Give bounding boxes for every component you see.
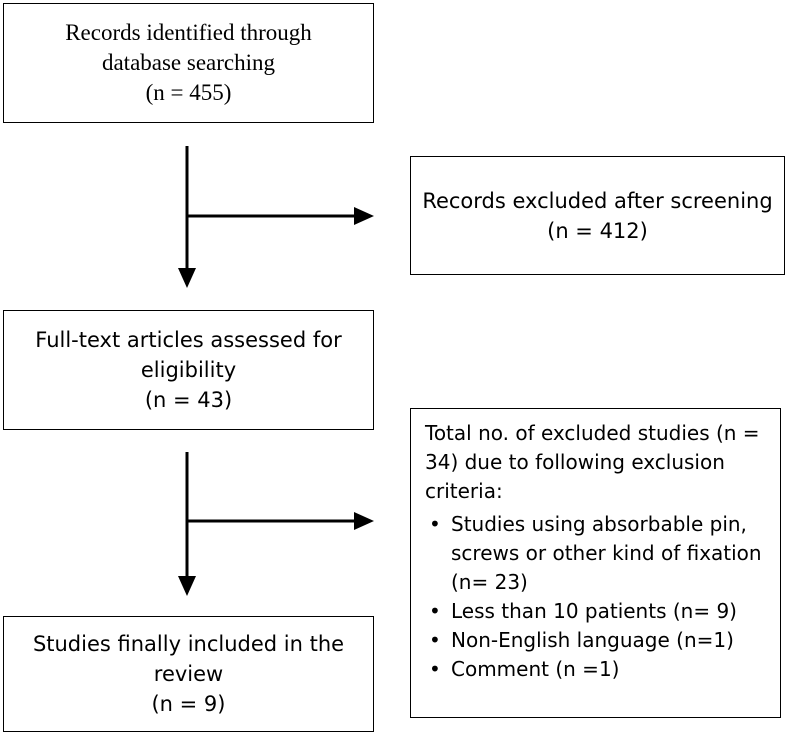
records-identified-line2: database searching (101, 50, 276, 75)
criterion-text: Less than 10 patients (n= 9) (451, 599, 737, 623)
bullet-icon: • (429, 599, 441, 623)
fulltext-assessed-count: (n = 43) (144, 388, 233, 412)
criterion-text: Studies using absorbable pin, (451, 512, 747, 536)
studies-included-line1: Studies finally included in the (32, 632, 345, 656)
excluded-studies-intro-line2: 34) due to following exclusion (425, 450, 725, 474)
fulltext-assessed-line2: eligibility (140, 358, 237, 382)
records-excluded-box: Records excluded after screening (n = 41… (410, 156, 785, 275)
studies-included-line2: review (153, 662, 224, 686)
records-excluded-count: (n = 412) (547, 218, 648, 243)
records-identified-line1: Records identified through (65, 20, 312, 45)
criterion-text: Comment (n =1) (451, 657, 620, 681)
bullet-icon: • (429, 657, 441, 681)
records-excluded-line1: Records excluded after screening (422, 188, 773, 213)
excluded-studies-intro-line3: criteria: (425, 479, 503, 503)
records-identified-box: Records identified through database sear… (3, 3, 374, 123)
studies-included-count: (n = 9) (151, 692, 226, 716)
arrow-to-excluded-studies (187, 512, 374, 530)
criterion-text: (n= 23) (451, 570, 528, 594)
exclusion-criterion: • Less than 10 patients (n= 9) (425, 597, 770, 626)
exclusion-criteria-list: • Studies using absorbable pin, screws o… (425, 510, 770, 684)
exclusion-criterion: • Comment (n =1) (425, 655, 770, 684)
exclusion-criterion: • Studies using absorbable pin, screws o… (425, 510, 770, 597)
arrow-fulltext-to-included (178, 452, 196, 596)
arrow-to-records-excluded (187, 207, 374, 225)
criterion-text: screws or other kind of fixation (451, 541, 762, 565)
fulltext-assessed-line1: Full-text articles assessed for (35, 328, 342, 352)
records-identified-count: (n = 455) (145, 80, 232, 105)
excluded-studies-intro-line1: Total no. of excluded studies (n = (425, 421, 760, 445)
bullet-icon: • (429, 512, 441, 536)
arrow-identified-to-fulltext (178, 146, 196, 288)
exclusion-criterion: • Non-English language (n=1) (425, 626, 770, 655)
excluded-studies-box: Total no. of excluded studies (n = 34) d… (410, 408, 781, 718)
criterion-text: Non-English language (n=1) (451, 628, 734, 652)
studies-included-box: Studies finally included in the review (… (3, 616, 374, 732)
bullet-icon: • (429, 628, 441, 652)
fulltext-assessed-box: Full-text articles assessed for eligibil… (3, 310, 374, 430)
